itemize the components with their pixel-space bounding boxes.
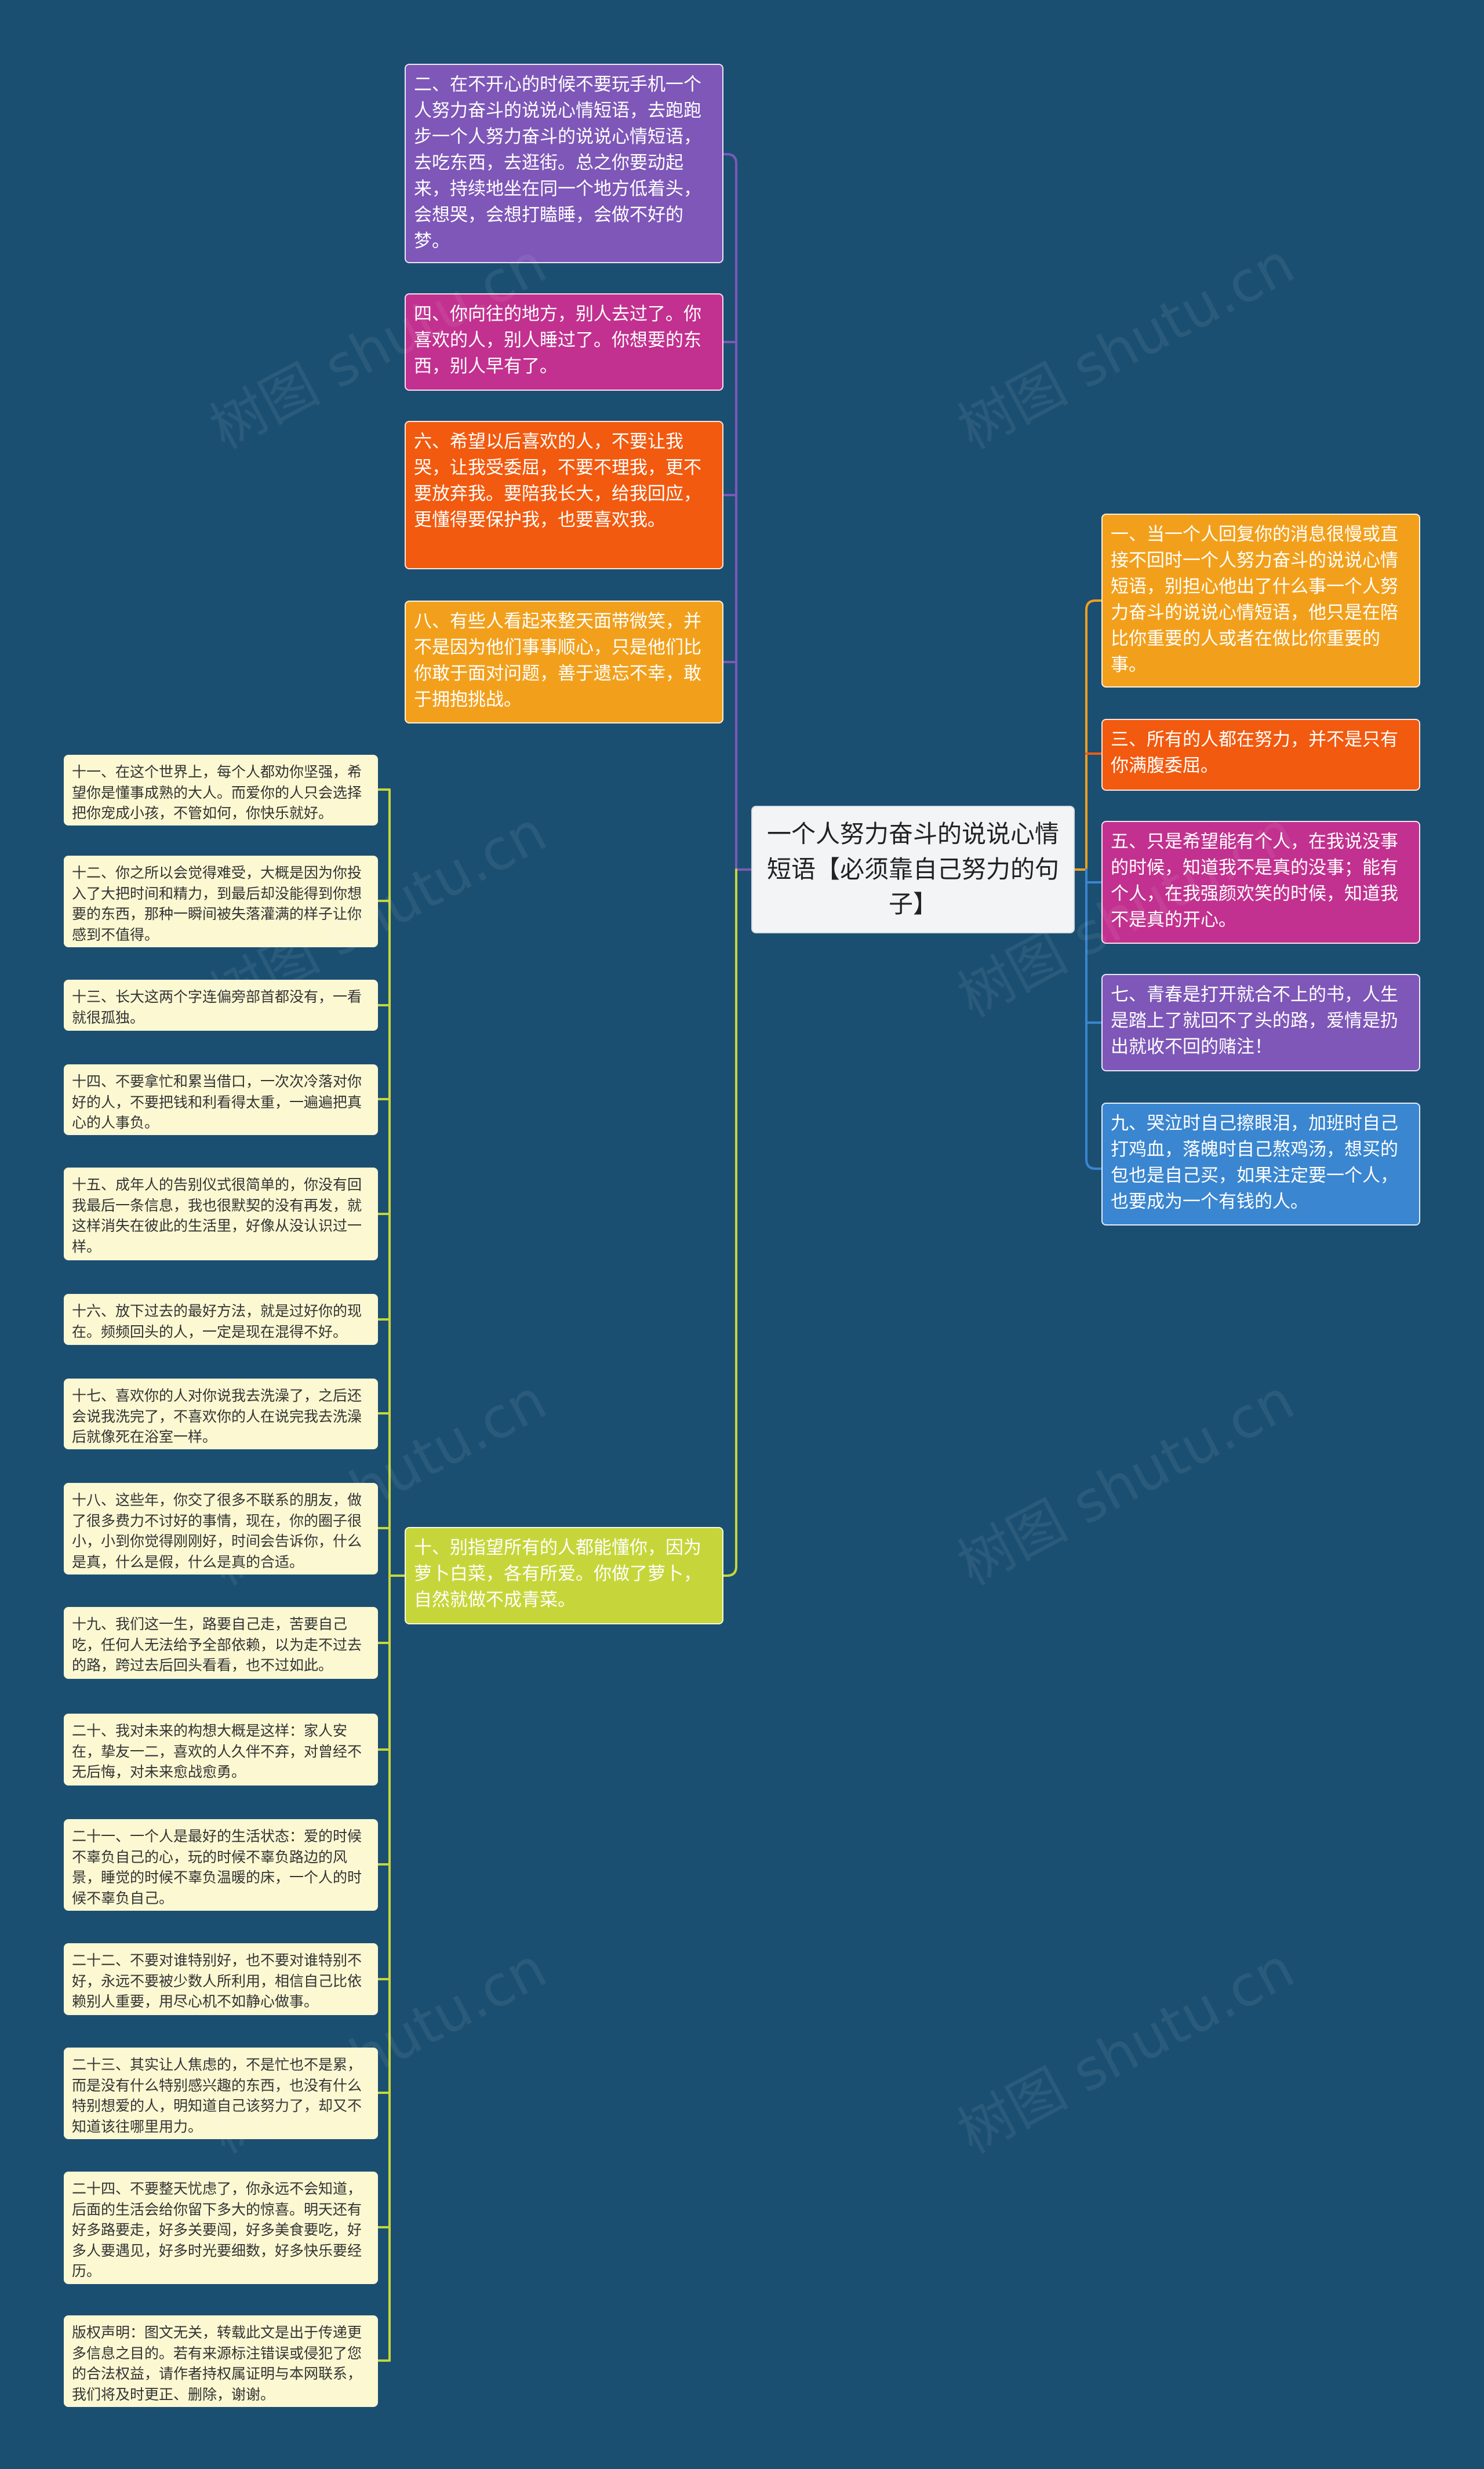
- branch-text: 八、有些人看起来整天面带微笑，并不是因为他们事事顺心，只是他们比你敢于面对问题，…: [414, 611, 701, 710]
- branch-node-9[interactable]: 九、哭泣时自己擦眼泪，加班时自己打鸡血，落魄时自己熬鸡汤，想买的包也是自己买，如…: [1101, 1103, 1420, 1226]
- branch-text: 十、别指望所有的人都能懂你，因为萝卜白菜，各有所爱。你做了萝卜，自然就做不成青菜…: [414, 1537, 701, 1610]
- leaf-text: 十四、不要拿忙和累当借口，一次次冷落对你好的人，不要把钱和利看得太重，一遍遍把真…: [72, 1073, 362, 1131]
- branch-text: 六、希望以后喜欢的人，不要让我哭，让我受委屈，不要不理我，更不要放弃我。要陪我长…: [414, 431, 701, 530]
- branch-text: 四、你向往的地方，别人去过了。你喜欢的人，别人睡过了。你想要的东西，别人早有了。: [414, 304, 701, 377]
- link-right-upper: [1085, 599, 1103, 871]
- leaf-text: 二十一、一个人是最好的生活状态：爱的时候不辜负自己的心，玩的时候不辜负路边的风景…: [72, 1828, 362, 1907]
- branch-node-6[interactable]: 六、希望以后喜欢的人，不要让我哭，让我受委屈，不要不理我，更不要放弃我。要陪我长…: [405, 421, 723, 569]
- leaf-node-12[interactable]: 十二、你之所以会觉得难受，大概是因为你投入了大把时间和精力，到最后却没能得到你想…: [64, 856, 378, 947]
- branch-node-7[interactable]: 七、青春是打开就合不上的书，人生是踏上了就回不了头的路，爱情是扔出就收不回的赌注…: [1101, 974, 1420, 1071]
- link-right-lower: [1085, 868, 1103, 1170]
- leaf-node-13[interactable]: 十三、长大这两个字连偏旁部首都没有，一看就很孤独。: [64, 980, 378, 1031]
- branch-node-10[interactable]: 十、别指望所有的人都能懂你，因为萝卜白菜，各有所爱。你做了萝卜，自然就做不成青菜…: [405, 1527, 723, 1624]
- branch-node-8[interactable]: 八、有些人看起来整天面带微笑，并不是因为他们事事顺心，只是他们比你敢于面对问题，…: [405, 601, 723, 723]
- leaf-node-20[interactable]: 二十、我对未来的构想大概是这样：家人安在，挚友一二，喜欢的人久伴不弃，对曾经不无…: [64, 1714, 378, 1786]
- leaf-node-21[interactable]: 二十一、一个人是最好的生活状态：爱的时候不辜负自己的心，玩的时候不辜负路边的风景…: [64, 1819, 378, 1911]
- leaf-text: 十二、你之所以会觉得难受，大概是因为你投入了大把时间和精力，到最后却没能得到你想…: [72, 864, 362, 943]
- leaf-node-copyright[interactable]: 版权声明：图文无关，转载此文是出于传递更多信息之目的。若有来源标注错误或侵犯了您…: [64, 2315, 378, 2407]
- leaf-text: 二十、我对未来的构想大概是这样：家人安在，挚友一二，喜欢的人久伴不弃，对曾经不无…: [72, 1722, 362, 1780]
- leaf-node-18[interactable]: 十八、这些年，你交了很多不联系的朋友，做了很多费力不讨好的事情，现在，你的圈子很…: [64, 1483, 378, 1575]
- leaf-text: 十五、成年人的告别仪式很简单的，你没有回我最后一条信息，我也很默契的没有再发，就…: [72, 1176, 362, 1255]
- branch-node-4[interactable]: 四、你向往的地方，别人去过了。你喜欢的人，别人睡过了。你想要的东西，别人早有了。: [405, 293, 723, 391]
- root-title: 一个人努力奋斗的说说心情短语【必须靠自己努力的句子】: [766, 819, 1059, 919]
- leaf-node-23[interactable]: 二十三、其实让人焦虑的，不是忙也不是累，而是没有什么特别感兴趣的东西，也没有什么…: [64, 2048, 378, 2139]
- leaf-text: 二十三、其实让人焦虑的，不是忙也不是累，而是没有什么特别感兴趣的东西，也没有什么…: [72, 2056, 362, 2135]
- leaf-node-16[interactable]: 十六、放下过去的最好方法，就是过好你的现在。频频回头的人，一定是现在混得不好。: [64, 1294, 378, 1345]
- link-left-upper: [722, 153, 737, 871]
- leaf-text: 十一、在这个世界上，每个人都劝你坚强，希望你是懂事成熟的大人。而爱你的人只会选择…: [72, 763, 362, 821]
- leaf-node-11[interactable]: 十一、在这个世界上，每个人都劝你坚强，希望你是懂事成熟的大人。而爱你的人只会选择…: [64, 755, 378, 826]
- branch-text: 七、青春是打开就合不上的书，人生是踏上了就回不了头的路，爱情是扔出就收不回的赌注…: [1111, 984, 1398, 1057]
- branch-text: 五、只是希望能有个人，在我说没事的时候，知道我不是真的没事；能有个人，在我强颜欢…: [1111, 831, 1398, 930]
- branch-text: 三、所有的人都在努力，并不是只有你满腹委屈。: [1111, 729, 1398, 776]
- leaf-node-17[interactable]: 十七、喜欢你的人对你说我去洗澡了，之后还会说我洗完了，不喜欢你的人在说完我去洗澡…: [64, 1379, 378, 1449]
- branch-text: 二、在不开心的时候不要玩手机一个人努力奋斗的说说心情短语，去跑跑步一个人努力奋斗…: [414, 74, 701, 252]
- leaf-text: 十七、喜欢你的人对你说我去洗澡了，之后还会说我洗完了，不喜欢你的人在说完我去洗澡…: [72, 1387, 362, 1445]
- leaf-node-15[interactable]: 十五、成年人的告别仪式很简单的，你没有回我最后一条信息，我也很默契的没有再发，就…: [64, 1168, 378, 1260]
- leaf-node-24[interactable]: 二十四、不要整天忧虑了，你永远不会知道，后面的生活会给你留下多大的惊喜。明天还有…: [64, 2172, 378, 2284]
- leaf-text: 十九、我们这一生，路要自己走，苦要自己吃，任何人无法给予全部依赖，以为走不过去的…: [72, 1616, 362, 1674]
- leaf-node-22[interactable]: 二十二、不要对谁特别好，也不要对谁特别不好，永远不要被少数人所利用，相信自己比依…: [64, 1943, 378, 2015]
- leaf-text: 十六、放下过去的最好方法，就是过好你的现在。频频回头的人，一定是现在混得不好。: [72, 1303, 362, 1340]
- root-node[interactable]: 一个人努力奋斗的说说心情短语【必须靠自己努力的句子】: [751, 806, 1075, 933]
- branch-node-5[interactable]: 五、只是希望能有个人，在我说没事的时候，知道我不是真的没事；能有个人，在我强颜欢…: [1101, 821, 1420, 944]
- branch-node-3[interactable]: 三、所有的人都在努力，并不是只有你满腹委屈。: [1101, 719, 1420, 791]
- leaf-text: 十三、长大这两个字连偏旁部首都没有，一看就很孤独。: [72, 988, 362, 1026]
- leaf-text: 十八、这些年，你交了很多不联系的朋友，做了很多费力不讨好的事情，现在，你的圈子很…: [72, 1492, 362, 1570]
- leaf-text: 二十四、不要整天忧虑了，你永远不会知道，后面的生活会给你留下多大的惊喜。明天还有…: [72, 2180, 362, 2279]
- leaf-node-19[interactable]: 十九、我们这一生，路要自己走，苦要自己吃，任何人无法给予全部依赖，以为走不过去的…: [64, 1607, 378, 1679]
- branch-node-1[interactable]: 一、当一个人回复你的消息很慢或直接不回时一个人努力奋斗的说说心情短语，别担心他出…: [1101, 514, 1420, 688]
- leaf-text: 版权声明：图文无关，转载此文是出于传递更多信息之目的。若有来源标注错误或侵犯了您…: [72, 2324, 362, 2403]
- link-left-lower: [722, 868, 737, 1577]
- branch-text: 九、哭泣时自己擦眼泪，加班时自己打鸡血，落魄时自己熬鸡汤，想买的包也是自己买，如…: [1111, 1113, 1398, 1212]
- branch-text: 一、当一个人回复你的消息很慢或直接不回时一个人努力奋斗的说说心情短语，别担心他出…: [1111, 524, 1398, 675]
- branch-node-2[interactable]: 二、在不开心的时候不要玩手机一个人努力奋斗的说说心情短语，去跑跑步一个人努力奋斗…: [405, 64, 723, 263]
- leaf-text: 二十二、不要对谁特别好，也不要对谁特别不好，永远不要被少数人所利用，相信自己比依…: [72, 1952, 362, 2010]
- leaf-node-14[interactable]: 十四、不要拿忙和累当借口，一次次冷落对你好的人，不要把钱和利看得太重，一遍遍把真…: [64, 1064, 378, 1135]
